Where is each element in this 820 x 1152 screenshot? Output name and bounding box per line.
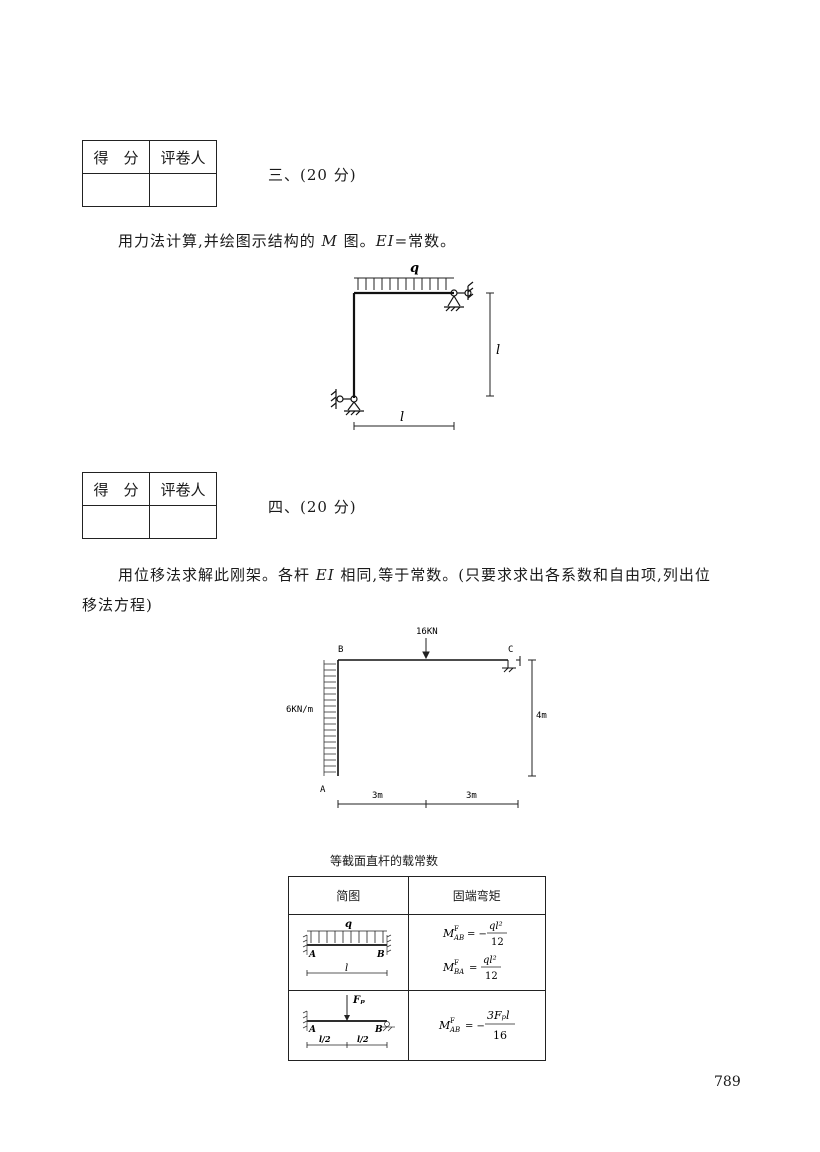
page-number: 789: [714, 1074, 741, 1090]
svg-text:F: F: [454, 959, 459, 967]
q3-dim-vertical: l: [496, 343, 500, 358]
svg-text:M: M: [438, 1019, 451, 1032]
table-row-point-load: Fₚ A B l/2 l/2: [288, 990, 546, 1061]
diagram-uniform-load: q A B: [288, 914, 409, 991]
svg-text:ql²: ql²: [489, 921, 503, 932]
q4-distributed-load: [323, 660, 336, 776]
score-label: 得 分: [82, 140, 150, 174]
svg-text:16: 16: [493, 1029, 507, 1042]
grader-label: 评卷人: [149, 472, 217, 506]
q4-vertical-dimension: [528, 659, 536, 777]
col-diagram-header: 简图: [288, 876, 409, 915]
score-label: 得 分: [82, 472, 150, 506]
q4-dim-right: 3m: [466, 791, 477, 801]
q3-frame-figure: q l: [330, 261, 500, 430]
q4-distributed-load-label: 6KN/m: [286, 705, 313, 715]
q3-load-label: q: [410, 261, 419, 276]
diagram-point-load: Fₚ A B l/2 l/2: [288, 990, 409, 1061]
q4-right-support: [502, 656, 521, 673]
q4-node-c: C: [508, 645, 513, 655]
moment-formulas-uniform: M F AB = − ql² 12 M F BA = ql² 12: [442, 921, 507, 982]
moments-point-load: M F AB = − 3Fₚl 16: [407, 990, 546, 1061]
svg-text:12: 12: [491, 937, 504, 948]
svg-text:M: M: [442, 961, 455, 974]
score-table-q4: 得 分 评卷人: [82, 472, 217, 539]
reference-table-title: 等截面直杆的载常数: [330, 854, 439, 868]
row2-end-b: B: [374, 1025, 383, 1035]
svg-text:12: 12: [485, 971, 498, 982]
svg-text:= −: = −: [467, 929, 487, 940]
row1-end-a: A: [308, 950, 316, 960]
score-table-q3: 得 分 评卷人: [82, 140, 217, 207]
svg-text:AB: AB: [453, 934, 464, 942]
svg-text:=: =: [469, 963, 477, 974]
fixed-beam-uniform-diagram: q A B: [303, 919, 392, 976]
q3-left-support: [330, 389, 364, 416]
svg-text:M: M: [442, 927, 455, 940]
q3-vertical-dimension: [486, 292, 494, 397]
q4-frame-members: [337, 659, 508, 776]
row1-end-b: B: [376, 950, 385, 960]
fixed-end-moment-table: 简图 固端弯矩 q A: [288, 876, 546, 1061]
q4-node-a: A: [320, 785, 326, 795]
svg-text:F: F: [454, 925, 459, 933]
svg-text:3Fₚl: 3Fₚl: [487, 1009, 510, 1022]
svg-text:AB: AB: [449, 1026, 460, 1034]
q4-point-load-arrow: [422, 638, 430, 660]
svg-text:BA: BA: [453, 968, 464, 976]
q4-frame-figure: 16KN B C A 6KN/m 4m 3m: [286, 627, 547, 808]
q3-question-text: 用力法计算,并绘图示结构的 M 图。EI=常数。: [118, 232, 457, 250]
q3-right-support: [444, 281, 474, 312]
row2-end-a: A: [308, 1025, 316, 1035]
grader-cell[interactable]: [149, 173, 217, 207]
svg-text:ql²: ql²: [483, 955, 497, 966]
moments-uniform-load: M F AB = − ql² 12 M F BA = ql² 12: [407, 914, 546, 991]
score-cell[interactable]: [82, 173, 150, 207]
q4-heading: 四、(20 分): [268, 498, 357, 516]
row2-half-right: l/2: [357, 1034, 369, 1044]
svg-text:= −: = −: [465, 1021, 485, 1032]
q4-horizontal-dimension: [337, 800, 519, 808]
q4-question-text-line2: 移法方程): [82, 596, 153, 614]
q4-question-text: 用位移法求解此刚架。各杆 EI 相同,等于常数。(只要求求出各系数和自由项,列出…: [118, 566, 711, 584]
col-moment-header: 固端弯矩: [407, 876, 546, 915]
table-row-uniform-load: q A B: [288, 914, 546, 991]
grader-label: 评卷人: [149, 140, 217, 174]
q3-dim-horizontal: l: [400, 410, 404, 425]
q3-frame-members: [352, 291, 454, 398]
row2-load-label: Fₚ: [352, 995, 365, 1006]
q4-dim-height: 4m: [536, 711, 547, 721]
q4-dim-left: 3m: [372, 791, 383, 801]
row2-half-left: l/2: [319, 1034, 331, 1044]
score-cell[interactable]: [82, 505, 150, 539]
q3-horizontal-dimension: [353, 422, 455, 430]
svg-text:F: F: [450, 1017, 455, 1025]
q3-heading: 三、(20 分): [268, 166, 357, 184]
row1-span-label: l: [345, 963, 348, 974]
q3-distributed-load: [354, 277, 454, 290]
propped-beam-point-diagram: Fₚ A B l/2 l/2: [303, 995, 396, 1048]
moment-formula-point: M F AB = − 3Fₚl 16: [438, 1009, 515, 1042]
row1-load-label: q: [345, 919, 352, 930]
q4-node-b: B: [338, 645, 343, 655]
q4-point-load-label: 16KN: [416, 627, 438, 637]
grader-cell[interactable]: [149, 505, 217, 539]
